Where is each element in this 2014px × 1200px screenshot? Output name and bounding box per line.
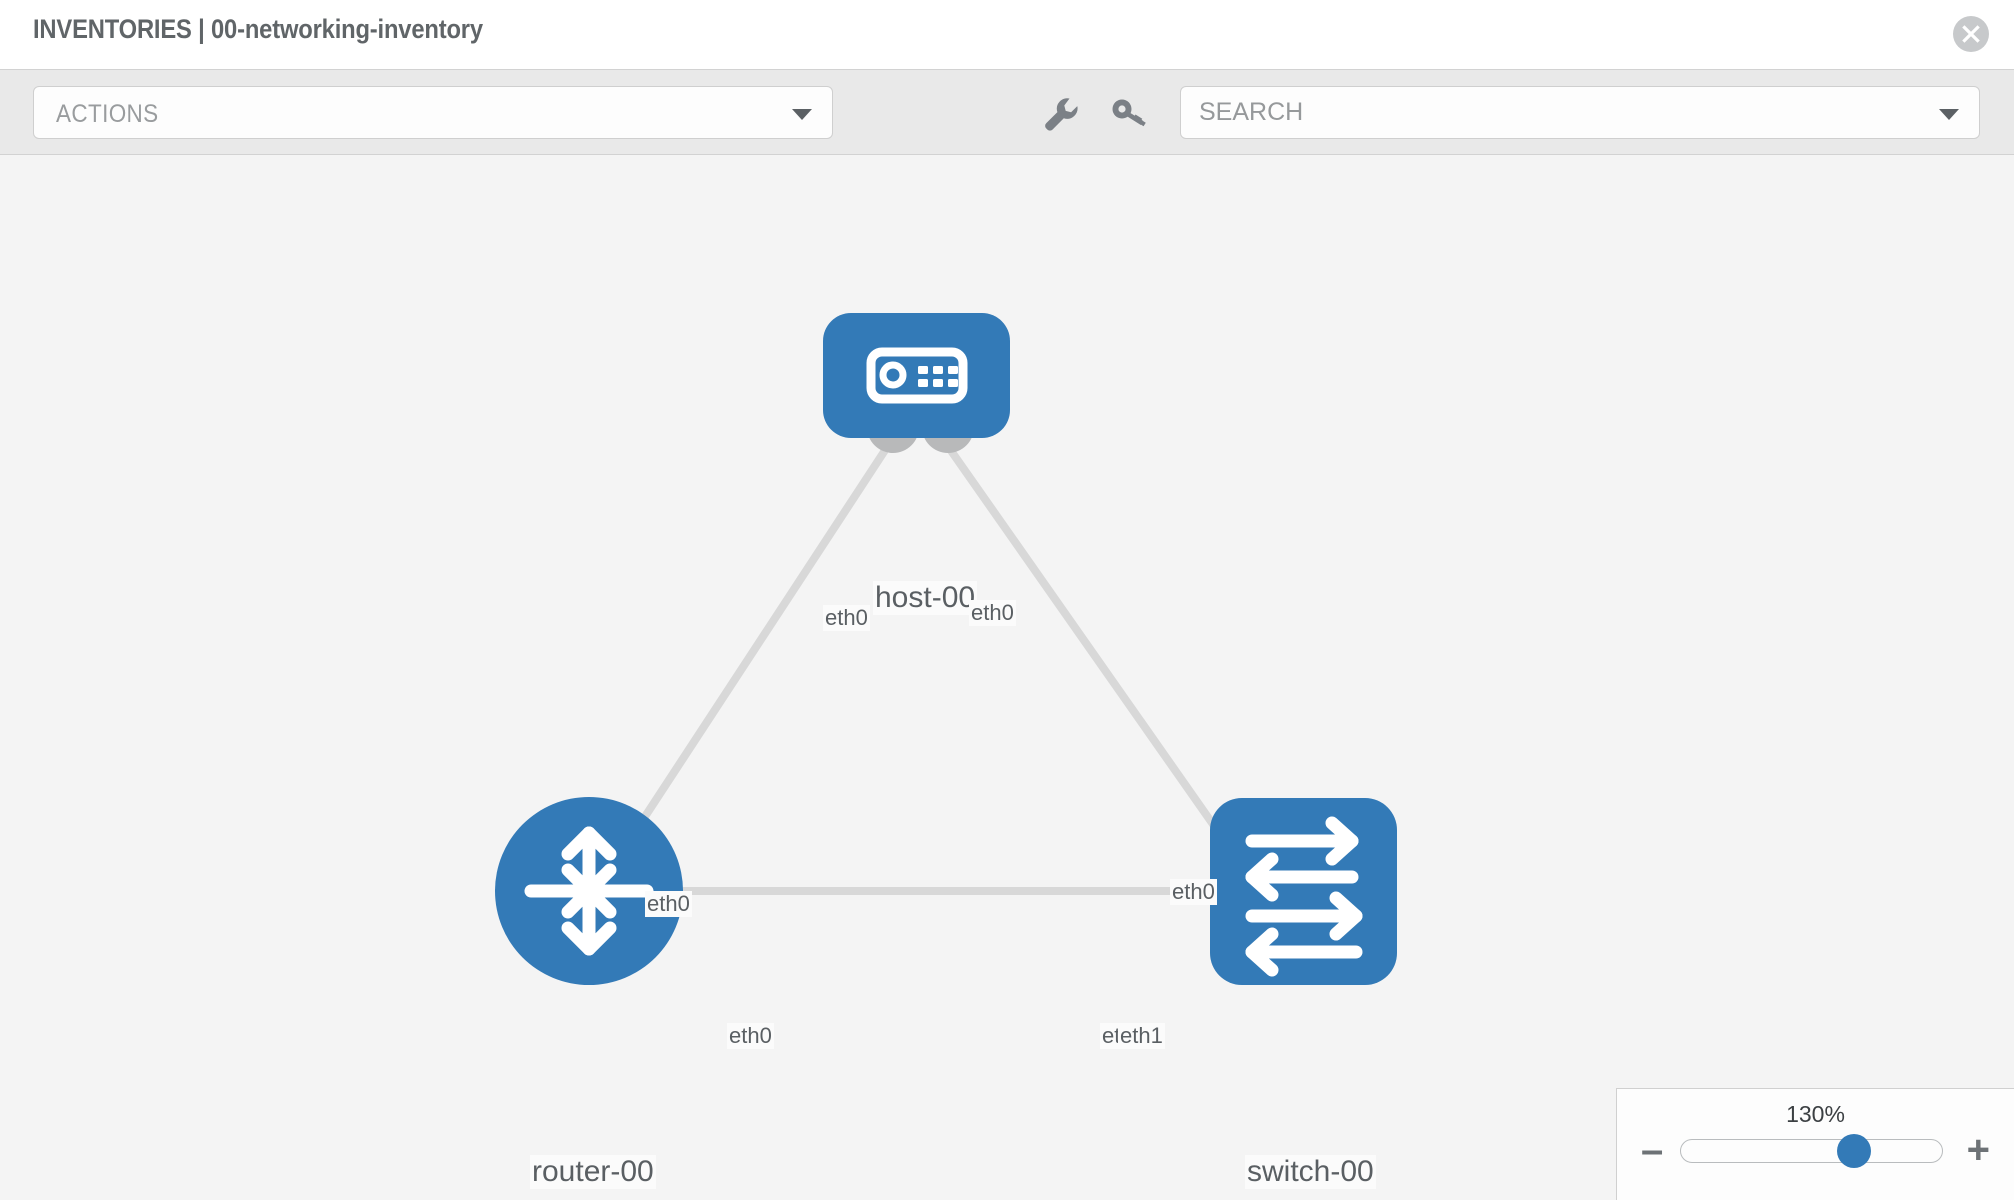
chevron-down-icon[interactable]: [1939, 109, 1959, 120]
zoom-slider-thumb[interactable]: [1836, 1134, 1871, 1168]
page-header: INVENTORIES | 00-networking-inventory: [0, 0, 2014, 69]
zoom-slider-track[interactable]: [1680, 1134, 1943, 1168]
zoom-out-button[interactable]: –: [1641, 1128, 1664, 1172]
key-icon[interactable]: [1106, 92, 1150, 136]
edge-label-router-up-eth: eth0: [645, 891, 692, 917]
node-host-00[interactable]: [823, 313, 1010, 438]
router-arrows-icon: [524, 826, 654, 956]
actions-dropdown[interactable]: ACTIONS: [33, 86, 833, 139]
page-title: INVENTORIES | 00-networking-inventory: [33, 14, 483, 44]
edge-label-host-left-eth: eth0: [823, 605, 870, 631]
switch-arrows-icon: [1245, 816, 1363, 977]
topology-canvas[interactable]: host-00 router-00 switch-00 eth0 eth0 et…: [0, 155, 2014, 1200]
node-label-host-00: host-00: [873, 581, 978, 615]
node-label-router-00: router-00: [530, 1155, 656, 1189]
toolbar: ACTIONS: [0, 69, 2014, 155]
node-switch-00[interactable]: [1210, 798, 1397, 985]
edge-label-host-right-eth: eth0: [969, 600, 1016, 626]
edge-label-switch-up-eth: eth0: [1170, 879, 1217, 905]
search-input[interactable]: [1199, 87, 1919, 138]
actions-dropdown-label: ACTIONS: [56, 100, 159, 128]
search-box[interactable]: [1180, 86, 1980, 139]
close-icon[interactable]: [1953, 16, 1989, 52]
zoom-control-panel: 130% – +: [1616, 1088, 2014, 1200]
chevron-down-icon: [792, 109, 812, 120]
server-icon: [866, 347, 968, 404]
zoom-in-button[interactable]: +: [1966, 1128, 1990, 1172]
topology-graph: [495, 313, 1397, 985]
zoom-level-value: 130%: [1786, 1101, 1845, 1127]
edge-label-router-right-eth: eth0: [727, 1023, 774, 1049]
node-router-00[interactable]: [495, 797, 683, 985]
wrench-icon[interactable]: [1038, 92, 1082, 136]
edge-host-router[interactable]: [606, 432, 899, 873]
edge-label-switch-left-eth: eth1: [1118, 1023, 1165, 1049]
edge-host-switch[interactable]: [936, 432, 1242, 863]
node-label-switch-00: switch-00: [1245, 1155, 1376, 1189]
